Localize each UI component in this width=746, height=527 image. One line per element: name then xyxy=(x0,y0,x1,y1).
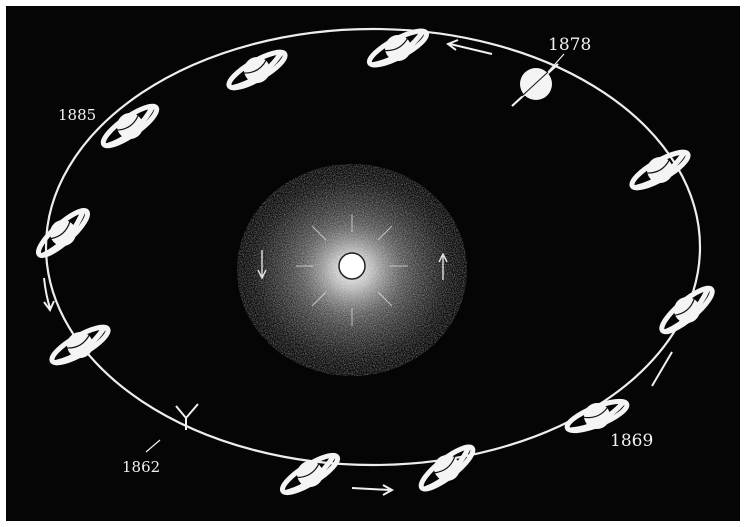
year-label-1885: 1885 xyxy=(58,106,96,124)
year-label-1869: 1869 xyxy=(610,431,653,451)
year-label-1862: 1862 xyxy=(122,458,160,476)
sun-icon xyxy=(339,253,365,279)
year-label-1878: 1878 xyxy=(548,35,591,55)
